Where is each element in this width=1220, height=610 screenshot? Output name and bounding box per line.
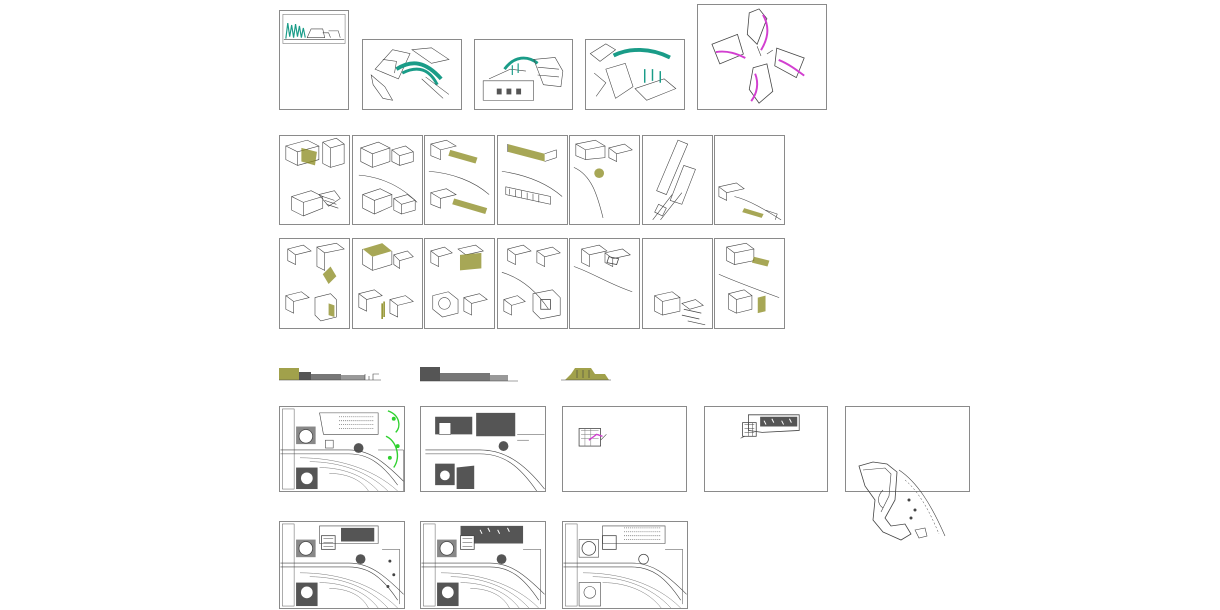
- sheet-axo-upper-1[interactable]: [279, 135, 350, 225]
- sheet-axo-lower-7[interactable]: [714, 238, 785, 329]
- site-plan-7-drawing: [421, 523, 545, 608]
- axo-upper-6-drawing: [652, 139, 696, 221]
- elevation-3-drawing: [561, 368, 611, 381]
- axo-upper-7-drawing: [718, 182, 782, 221]
- sheet-perspective-site[interactable]: [279, 10, 349, 110]
- sheet-perspective-plan-cross[interactable]: [697, 4, 827, 110]
- sheet-perspective-aerial-3[interactable]: [585, 39, 685, 110]
- sheet-axo-lower-3[interactable]: [424, 238, 495, 329]
- axo-lower-4-drawing: [501, 244, 561, 320]
- sheet-axo-upper-2[interactable]: [352, 135, 423, 225]
- perspective-aerial-2-drawing: [482, 56, 564, 101]
- sheet-perspective-aerial-2[interactable]: [474, 39, 573, 110]
- site-plan-8-drawing: [563, 523, 687, 608]
- axo-lower-5-drawing: [573, 244, 633, 293]
- axo-upper-2-drawing: [358, 141, 418, 215]
- axo-upper-1-drawing: [285, 137, 345, 217]
- sheet-site-plan-1[interactable]: [279, 406, 405, 492]
- axo-upper-3-drawing: [428, 139, 490, 215]
- elevation-strip-1[interactable]: [279, 364, 381, 384]
- perspective-aerial-3-drawing: [589, 43, 677, 101]
- elevation-strip-3[interactable]: [561, 364, 611, 384]
- site-plan-1-drawing: [280, 408, 404, 491]
- elevation-2-drawing: [420, 367, 518, 382]
- sheet-axo-upper-5[interactable]: [569, 135, 640, 225]
- sheet-axo-lower-1[interactable]: [279, 238, 350, 329]
- sheet-site-plan-6[interactable]: [279, 521, 405, 609]
- axo-lower-2-drawing: [358, 243, 414, 319]
- site-plan-5-overflow-drawing[interactable]: [855, 460, 950, 542]
- sheet-site-plan-4[interactable]: [704, 406, 828, 492]
- sheet-perspective-aerial-1[interactable]: [362, 39, 462, 110]
- sheet-axo-upper-7[interactable]: [714, 135, 785, 225]
- site-plan-5-drawing: [858, 461, 946, 541]
- axo-lower-1-drawing: [285, 242, 345, 322]
- elevation-1-drawing: [279, 368, 381, 381]
- site-plan-6-drawing: [280, 523, 404, 608]
- site-plan-4-drawing: [740, 414, 800, 439]
- axo-upper-5-drawing: [573, 139, 633, 218]
- site-plan-3-drawing: [578, 428, 607, 447]
- sheet-site-plan-3[interactable]: [562, 406, 687, 492]
- sheet-axo-upper-3[interactable]: [424, 135, 495, 225]
- sheet-site-plan-8[interactable]: [562, 521, 688, 609]
- sheet-axo-upper-6[interactable]: [642, 135, 713, 225]
- sheet-site-plan-7[interactable]: [420, 521, 546, 609]
- sheet-axo-upper-4[interactable]: [497, 135, 568, 225]
- sheet-site-plan-2[interactable]: [420, 406, 546, 492]
- site-plan-2-drawing: [425, 412, 545, 491]
- axo-lower-3-drawing: [430, 244, 488, 318]
- axo-upper-4-drawing: [501, 144, 563, 205]
- sheet-site-plan-5[interactable]: [845, 406, 970, 492]
- perspective-aerial-1-drawing: [370, 47, 450, 101]
- sheet-axo-lower-4[interactable]: [497, 238, 568, 329]
- axo-lower-7-drawing: [718, 242, 780, 314]
- sheet-axo-lower-6[interactable]: [642, 238, 713, 329]
- axo-lower-6-drawing: [653, 291, 706, 326]
- sheet-axo-lower-5[interactable]: [569, 238, 640, 329]
- perspective-site-drawing: [282, 14, 346, 44]
- elevation-strip-2[interactable]: [420, 365, 518, 383]
- perspective-plan-cross-drawing: [711, 8, 805, 104]
- sheet-axo-lower-2[interactable]: [352, 238, 423, 329]
